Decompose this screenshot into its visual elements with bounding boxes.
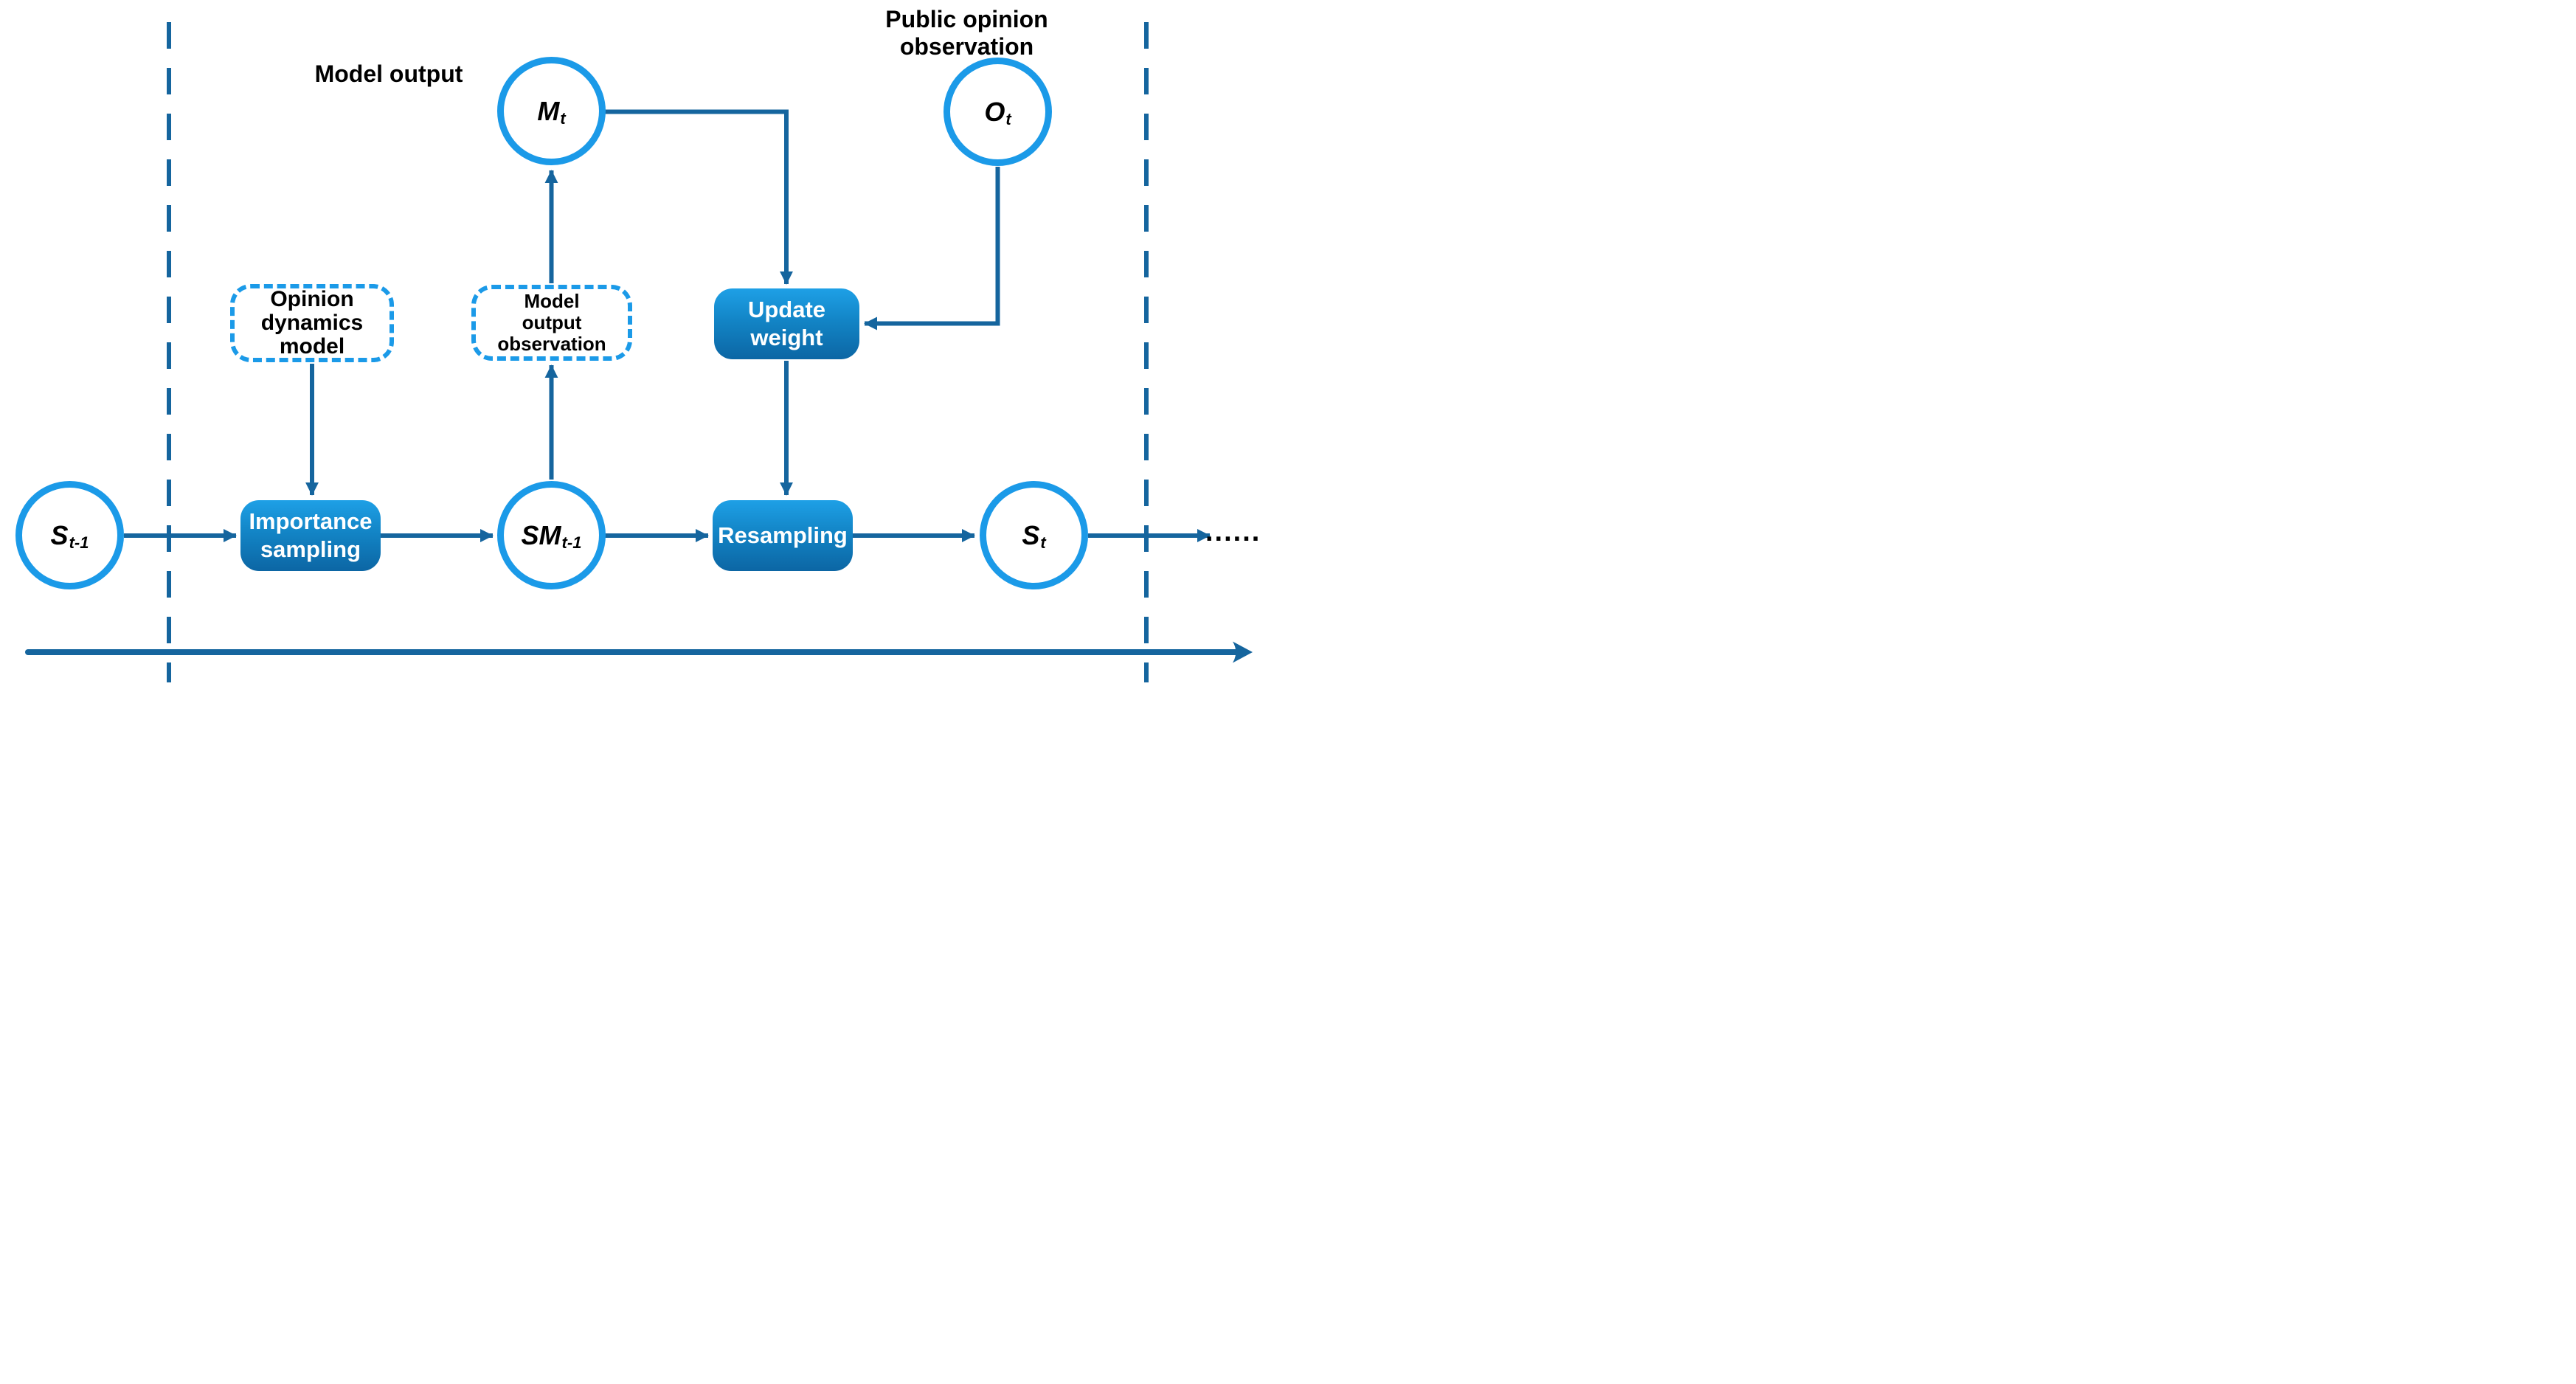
- importance-sampling-box: Importance sampling: [240, 500, 381, 571]
- node-main-text: M: [537, 95, 560, 126]
- opinion-dynamics-model-box: Opinion dynamics model: [230, 284, 394, 362]
- node-main-text: S: [50, 519, 69, 550]
- update-weight-box: Update weight: [714, 288, 859, 359]
- node-main-text: O: [984, 96, 1005, 127]
- arrow-mt-to-update-weight: [604, 109, 793, 285]
- node-main-text: S: [1022, 519, 1040, 550]
- model-output-observation-box: Model output observation: [471, 285, 632, 361]
- node-subscript: t: [560, 108, 566, 128]
- model-output-caption: Model output: [314, 60, 463, 87]
- public-opinion-observation-caption: Public opinion observation: [885, 6, 1048, 60]
- node-subscript: t-1: [561, 533, 582, 552]
- connector-layer: [25, 22, 1253, 682]
- resampling-box: Resampling: [713, 500, 853, 571]
- continuation-dots: ......: [1205, 516, 1261, 547]
- timeline-arrowhead: [1233, 641, 1253, 663]
- node-subscript: t-1: [69, 533, 89, 552]
- node-subscript: t: [1005, 109, 1011, 128]
- arrow-ot-to-update-weight: [864, 167, 1000, 331]
- node-main-text: SM: [521, 519, 561, 550]
- node-subscript: t: [1040, 533, 1046, 552]
- particle-filter-diagram: Model output Public opinion observation …: [0, 0, 1288, 692]
